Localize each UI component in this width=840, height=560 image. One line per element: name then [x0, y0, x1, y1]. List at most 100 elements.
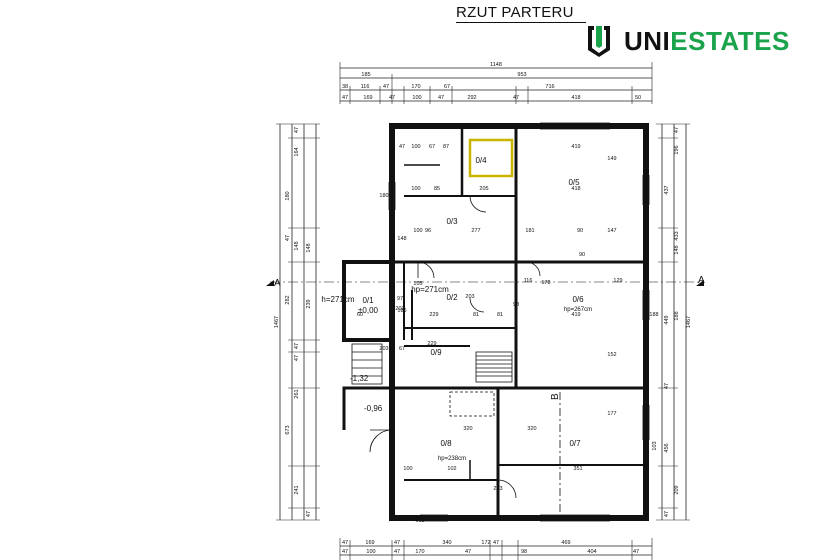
room-note: hp=271cm — [411, 285, 449, 294]
dimension-label: 47 — [493, 540, 499, 546]
room-label: 0/7 — [569, 439, 581, 448]
interior-dimension: 67 — [429, 144, 435, 150]
dimension-label: 148 — [674, 245, 680, 254]
interior-dimension: 203 — [395, 306, 404, 312]
plan-title: RZUT PARTERU — [456, 4, 574, 21]
interior-dimension: 147 — [607, 228, 616, 234]
dimension-label: 172 — [481, 540, 490, 546]
interior-dimension: 47 — [399, 144, 405, 150]
dimension-label: 188 — [674, 311, 680, 320]
dimension-label: 953 — [517, 72, 526, 78]
title-underline — [456, 22, 586, 23]
interior-dimension: 87 — [443, 144, 449, 150]
interior-dimension: 90 — [577, 228, 583, 234]
room-label: 0/6 — [572, 295, 584, 304]
dimension-label: 47 — [294, 355, 300, 361]
left-dimension-lines — [276, 123, 320, 521]
interior-dimension: 419 — [571, 144, 580, 150]
section-mark-b: B — [550, 393, 561, 400]
dimension-label: 47 — [294, 127, 300, 133]
room-label: h=271cm — [321, 295, 354, 304]
dimension-label: 169 — [363, 95, 372, 101]
logo-text: UNIESTATES — [624, 26, 790, 57]
bottom-dimension-lines — [339, 538, 653, 560]
dimension-total-top: 1148 — [490, 62, 502, 68]
walls — [342, 123, 649, 521]
interior-dimension: 97 — [397, 296, 403, 302]
dimension-label: 209 — [674, 485, 680, 494]
interior-dimension: 152 — [607, 352, 616, 358]
dimension-label: 47 — [285, 235, 291, 241]
right-dimension-lines — [656, 123, 690, 521]
interior-dimension: 149 — [607, 156, 616, 162]
dimension-label: 148 — [306, 243, 312, 252]
level-markers: -1,32 -0,96 — [350, 374, 383, 413]
interior-dimension: 100 — [411, 144, 420, 150]
dimension-label: 47 — [513, 95, 519, 101]
dimension-label: 433 — [674, 231, 680, 240]
interior-dimension: 105 — [413, 281, 422, 287]
logo-mark-icon — [588, 26, 610, 57]
dimension-label: 47 — [465, 549, 471, 555]
dimension-label: 67 — [444, 84, 450, 90]
dimension-label: 47 — [664, 383, 670, 389]
dimension-label: 185 — [361, 72, 370, 78]
interior-dimension: 186 — [397, 308, 406, 314]
room-label: 0/8 — [440, 439, 452, 448]
dimension-label: 418 — [571, 95, 580, 101]
interior-dimension: 85 — [434, 186, 440, 192]
interior-dimension: 351 — [573, 466, 582, 472]
interior-dimension: 90 — [579, 252, 585, 258]
dimension-label: 100 — [412, 95, 421, 101]
dimension-label: 170 — [411, 84, 420, 90]
dimension-label: 47 — [664, 511, 670, 517]
interior-dimension: 100 — [411, 186, 420, 192]
dimension-label: 404 — [587, 549, 596, 555]
dimension-label: 38 — [342, 84, 348, 90]
interior-dimension: 148 — [397, 236, 406, 242]
dimension-label: 241 — [294, 485, 300, 494]
dimension-label: 261 — [294, 389, 300, 398]
interior-dimension: 81 — [497, 312, 503, 318]
dimension-label: 148 — [294, 241, 300, 250]
dimension-label: 100 — [366, 549, 375, 555]
dimension-total-right: 1467 — [686, 316, 692, 328]
interior-dimension: 98 — [513, 302, 519, 308]
dimension-label: 103 — [652, 441, 658, 450]
room-0-4-highlight — [468, 138, 514, 178]
dimension-label: 47 — [294, 343, 300, 349]
dimension-label: 437 — [664, 185, 670, 194]
section-mark-a-right: A — [698, 275, 705, 286]
dimension-label: 449 — [664, 315, 670, 324]
room-note: hp=238cm — [438, 456, 466, 462]
interior-dimension: 129 — [613, 278, 622, 284]
interior-dimension: 320 — [463, 426, 472, 432]
room-label: 0/3 — [446, 217, 458, 226]
interior-dimension: 96 — [425, 228, 431, 234]
room-label: 0/1 — [362, 296, 374, 305]
door-swings — [369, 195, 541, 499]
dimension-label: 47 — [342, 549, 348, 555]
level-label: -0,96 — [364, 404, 383, 413]
dimension-label: 47 — [342, 540, 348, 546]
logo-estates: ESTATES — [670, 25, 790, 56]
dimension-label: 469 — [561, 540, 570, 546]
room-label: 0/4 — [475, 156, 487, 165]
interior-dimension: 203 — [379, 346, 388, 352]
room-label: 0/5 — [568, 178, 580, 187]
interior-dimension: 100 — [403, 466, 412, 472]
dimension-label: 673 — [285, 425, 291, 434]
interior-dimension: 102 — [447, 466, 456, 472]
interior-dimension: 229 — [427, 341, 436, 347]
uniestates-logo: UNIESTATES — [584, 24, 790, 58]
interior-dimension: 188 — [649, 312, 658, 318]
interior-dimension: 178 — [541, 280, 550, 286]
interior-dimension: 277 — [471, 228, 480, 234]
interior-dimension: 229 — [429, 312, 438, 318]
interior-dimension: 67 — [399, 346, 405, 352]
dimension-label: 47 — [306, 511, 312, 517]
dimension-label: 47 — [633, 549, 639, 555]
dimension-label: 239 — [306, 299, 312, 308]
